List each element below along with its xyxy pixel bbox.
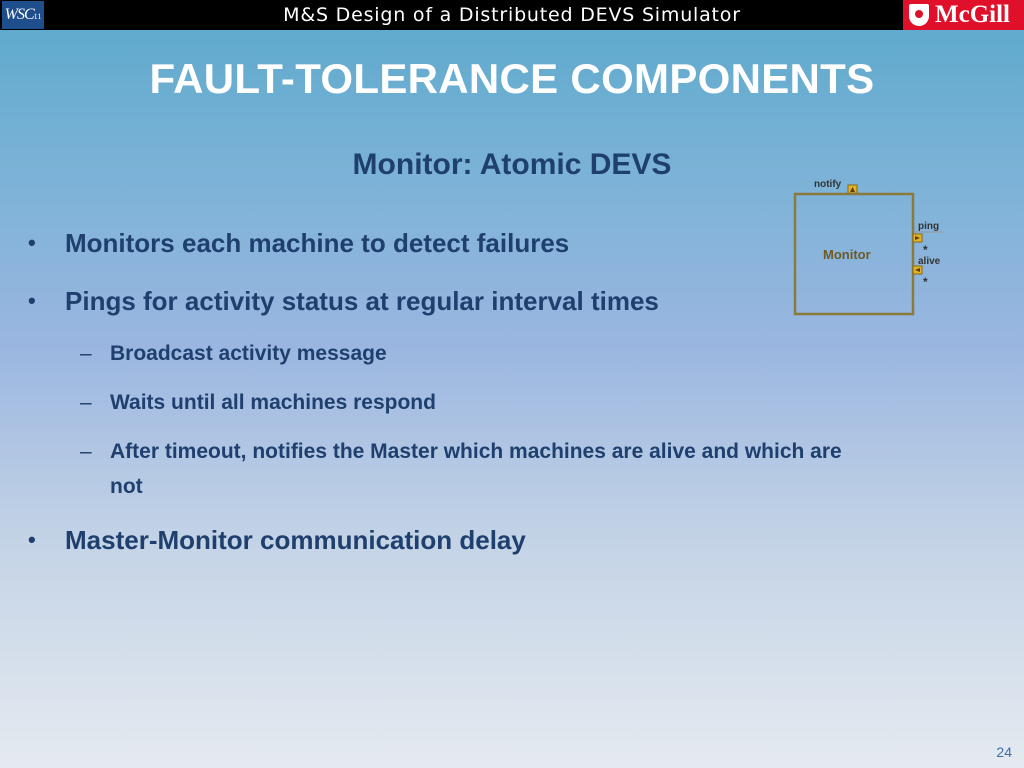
ping-port-multiplicity: * <box>923 243 928 257</box>
sub-bullet-text: Waits until all machines respond <box>110 391 436 414</box>
bullet-symbol: • <box>28 288 36 313</box>
bullet-text: Pings for activity status at regular int… <box>65 286 659 316</box>
sub-bullet-item: – Broadcast activity message <box>80 337 990 371</box>
monitor-diagram: notify Monitor ping * alive * <box>793 179 943 316</box>
bullet-item: • Monitors each machine to detect failur… <box>28 226 988 260</box>
page-number: 24 <box>996 744 1012 760</box>
wsc-logo: WSC11 <box>2 1 44 29</box>
bullet-text: Monitors each machine to detect failures <box>65 228 570 258</box>
alive-port-label: alive <box>918 256 941 267</box>
sub-bullet-indent <box>80 470 110 504</box>
sub-bullet-symbol: – <box>80 440 92 463</box>
bullet-symbol: • <box>28 230 36 255</box>
mcgill-logo: McGill <box>903 0 1024 30</box>
alive-port-arrow <box>915 268 920 272</box>
sub-bullet-text: not <box>110 475 143 498</box>
bullet-item: • Master-Monitor communication delay <box>28 523 988 557</box>
wsc-logo-text: WSC <box>4 6 35 23</box>
bullet-item: • Pings for activity status at regular i… <box>28 284 988 318</box>
ping-port-label: ping <box>918 221 939 232</box>
bullet-symbol: • <box>28 527 36 552</box>
notify-port-label: notify <box>814 179 842 190</box>
notify-port-arrow <box>850 187 855 192</box>
sub-bullet-continuation: not <box>80 470 990 504</box>
header-title: M&S Design of a Distributed DEVS Simulat… <box>283 4 741 26</box>
slide-title: FAULT-TOLERANCE COMPONENTS <box>149 55 875 102</box>
sub-bullet-symbol: – <box>80 391 92 414</box>
ping-port-arrow <box>915 236 920 240</box>
sub-bullet-item: – After timeout, notifies the Master whi… <box>80 435 990 469</box>
sub-bullet-text: After timeout, notifies the Master which… <box>110 440 842 463</box>
wsc-logo-year: 11 <box>33 12 42 21</box>
mcgill-logo-text: McGill <box>935 1 1010 28</box>
shield-icon <box>909 4 929 26</box>
sub-bullet-text: Broadcast activity message <box>110 342 387 365</box>
monitor-block-label: Monitor <box>823 247 871 262</box>
sub-bullet-item: – Waits until all machines respond <box>80 386 990 420</box>
sub-bullet-symbol: – <box>80 342 92 365</box>
bullet-text: Master-Monitor communication delay <box>65 525 526 555</box>
slide-subtitle: Monitor: Atomic DEVS <box>352 148 672 181</box>
top-bar: WSC11 M&S Design of a Distributed DEVS S… <box>0 0 1024 30</box>
monitor-block <box>793 192 915 316</box>
alive-port-multiplicity: * <box>923 275 928 289</box>
